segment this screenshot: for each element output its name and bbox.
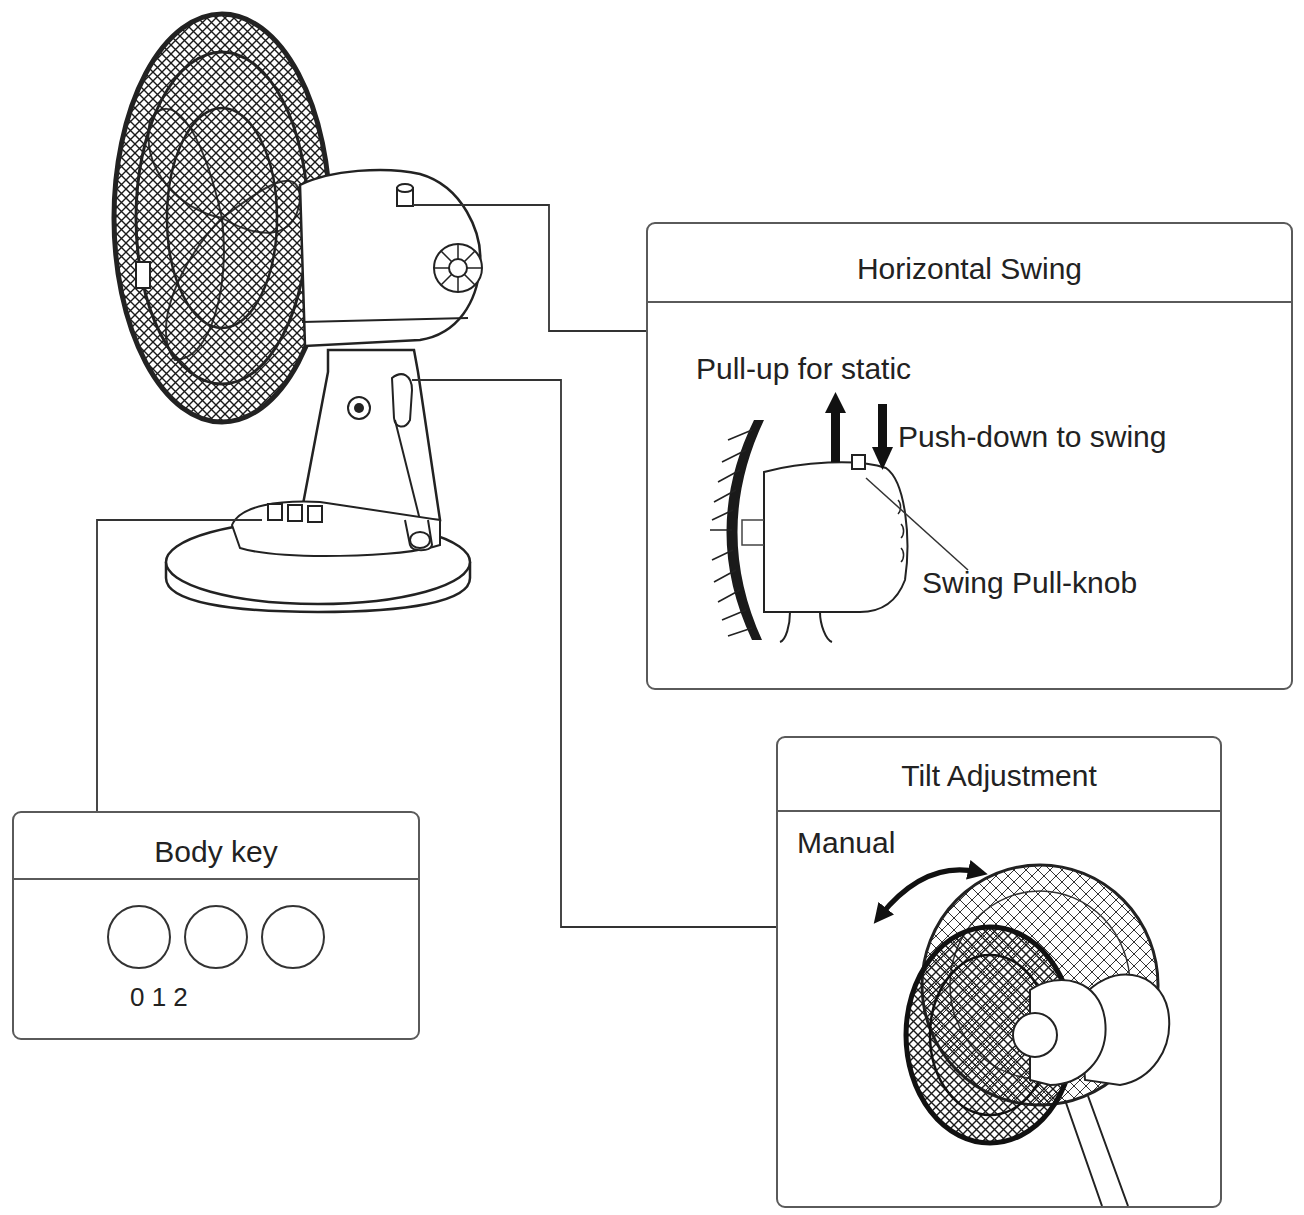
key-button bbox=[185, 906, 247, 968]
tilt-stand bbox=[1065, 1096, 1128, 1206]
swing-knob-top bbox=[397, 184, 413, 192]
leader-line bbox=[412, 380, 776, 927]
base-platform bbox=[232, 502, 440, 556]
tilt-bolt-center bbox=[354, 403, 364, 413]
grille-edge bbox=[726, 420, 764, 640]
swing-knob bbox=[852, 455, 865, 469]
callout-box: Tilt AdjustmentManual bbox=[776, 736, 1222, 1208]
housing-seam bbox=[302, 318, 468, 322]
grille-ring bbox=[136, 52, 308, 384]
fan-stand bbox=[300, 350, 440, 520]
tilt-bolt bbox=[348, 397, 370, 419]
rear-vent bbox=[434, 244, 482, 292]
leader-lines bbox=[97, 205, 776, 927]
fan-illustration bbox=[114, 14, 482, 612]
grille-wires bbox=[710, 430, 752, 636]
speed-key bbox=[308, 506, 322, 522]
box-heading: Horizontal Swing bbox=[648, 252, 1291, 286]
up-arrow-shaft bbox=[831, 410, 840, 462]
key-button bbox=[262, 906, 324, 968]
body-key-buttons bbox=[108, 906, 324, 968]
tilt-lever bbox=[392, 374, 412, 426]
box-heading: Tilt Adjustment bbox=[778, 759, 1220, 793]
grille-back bbox=[114, 14, 330, 422]
callout-text: Pull-up for static bbox=[696, 352, 911, 386]
key-button bbox=[108, 906, 170, 968]
callout-text: Manual bbox=[797, 826, 895, 860]
cord-guard bbox=[405, 520, 432, 550]
side-hub bbox=[742, 520, 764, 545]
side-housing bbox=[764, 462, 907, 612]
grille-clip bbox=[136, 262, 150, 288]
vent-fins bbox=[434, 244, 482, 292]
leader-line bbox=[97, 520, 262, 811]
front-hub bbox=[1013, 1013, 1057, 1057]
tilt-view bbox=[880, 865, 1169, 1206]
grille-mesh bbox=[114, 14, 330, 422]
speed-key bbox=[268, 504, 282, 520]
up-arrow-head bbox=[825, 392, 846, 413]
box-heading: Body key bbox=[14, 835, 418, 869]
speed-key bbox=[288, 505, 302, 521]
down-arrow-head bbox=[872, 447, 893, 470]
knob-pointer bbox=[866, 478, 968, 570]
grille-ring bbox=[167, 108, 277, 328]
header-rule bbox=[778, 810, 1220, 812]
front-grille bbox=[906, 927, 1074, 1143]
callout-box: Horizontal SwingPull-up for staticPush-d… bbox=[646, 222, 1293, 690]
callout-text: Push-down to swing bbox=[898, 420, 1166, 454]
stand-edge bbox=[395, 420, 420, 520]
side-neck bbox=[780, 612, 832, 642]
callout-box: Body key 0 1 2 bbox=[12, 811, 420, 1040]
header-rule bbox=[648, 301, 1291, 303]
leader-line bbox=[413, 205, 646, 331]
callout-text: Swing Pull-knob bbox=[922, 566, 1137, 600]
callout-text: 0 1 2 bbox=[130, 980, 188, 1014]
cord-knob bbox=[410, 532, 430, 548]
header-rule bbox=[14, 878, 418, 880]
down-arrow-shaft bbox=[878, 404, 887, 450]
